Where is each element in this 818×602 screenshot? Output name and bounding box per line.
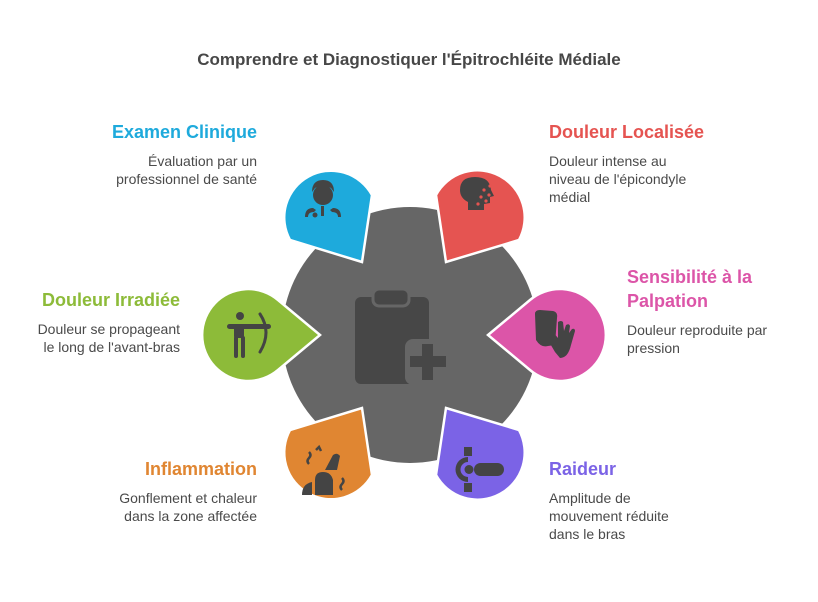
- item-label: Inflammation: [144, 459, 257, 479]
- joint-stiffness-icon: [455, 447, 504, 492]
- item-label: Examen Clinique: [111, 122, 257, 142]
- item-description: Douleur reproduite par pression: [627, 322, 768, 356]
- diagram-title: Comprendre et Diagnostiquer l'Épitrochlé…: [197, 50, 621, 69]
- node-sensibilite-palpation: [486, 287, 608, 383]
- node-douleur-localisee: [434, 169, 526, 264]
- item-douleur-localisee: Douleur Localisée Douleur intense au niv…: [549, 120, 769, 206]
- node-inflammation: [282, 406, 374, 501]
- head-spots-icon: [460, 177, 494, 210]
- hand-touch-icon: [535, 310, 575, 358]
- item-douleur-irradiee: Douleur Irradiée Douleur se propageant l…: [10, 288, 180, 356]
- item-inflammation: Inflammation Gonflement et chaleur dans …: [60, 457, 257, 525]
- clipboard-plus-icon: [355, 287, 451, 385]
- item-description: Évaluation par un professionnel de santé: [116, 153, 257, 187]
- item-description: Douleur intense au niveau de l'épicondyl…: [549, 153, 687, 205]
- item-description: Amplitude de mouvement réduite dans le b…: [549, 490, 669, 542]
- node-raideur: [434, 406, 526, 501]
- item-sensibilite-palpation: Sensibilité à la Palpation Douleur repro…: [627, 265, 812, 357]
- node-douleur-irradiee: [200, 287, 322, 383]
- node-examen-clinique: [282, 169, 374, 264]
- item-label: Douleur Irradiée: [41, 290, 180, 310]
- inflamed-joint-icon: [302, 444, 345, 495]
- archer-icon: [227, 312, 271, 358]
- item-label: Douleur Localisée: [549, 122, 705, 142]
- item-raideur: Raideur Amplitude de mouvement réduite d…: [549, 457, 749, 543]
- item-description: Gonflement et chaleur dans la zone affec…: [119, 490, 257, 524]
- item-label: Sensibilité à la Palpation: [627, 267, 753, 311]
- item-label: Raideur: [549, 459, 617, 479]
- item-examen-clinique: Examen Clinique Évaluation par un profes…: [60, 120, 257, 188]
- item-description: Douleur se propageant le long de l'avant…: [37, 321, 180, 355]
- doctor-icon: [305, 180, 341, 218]
